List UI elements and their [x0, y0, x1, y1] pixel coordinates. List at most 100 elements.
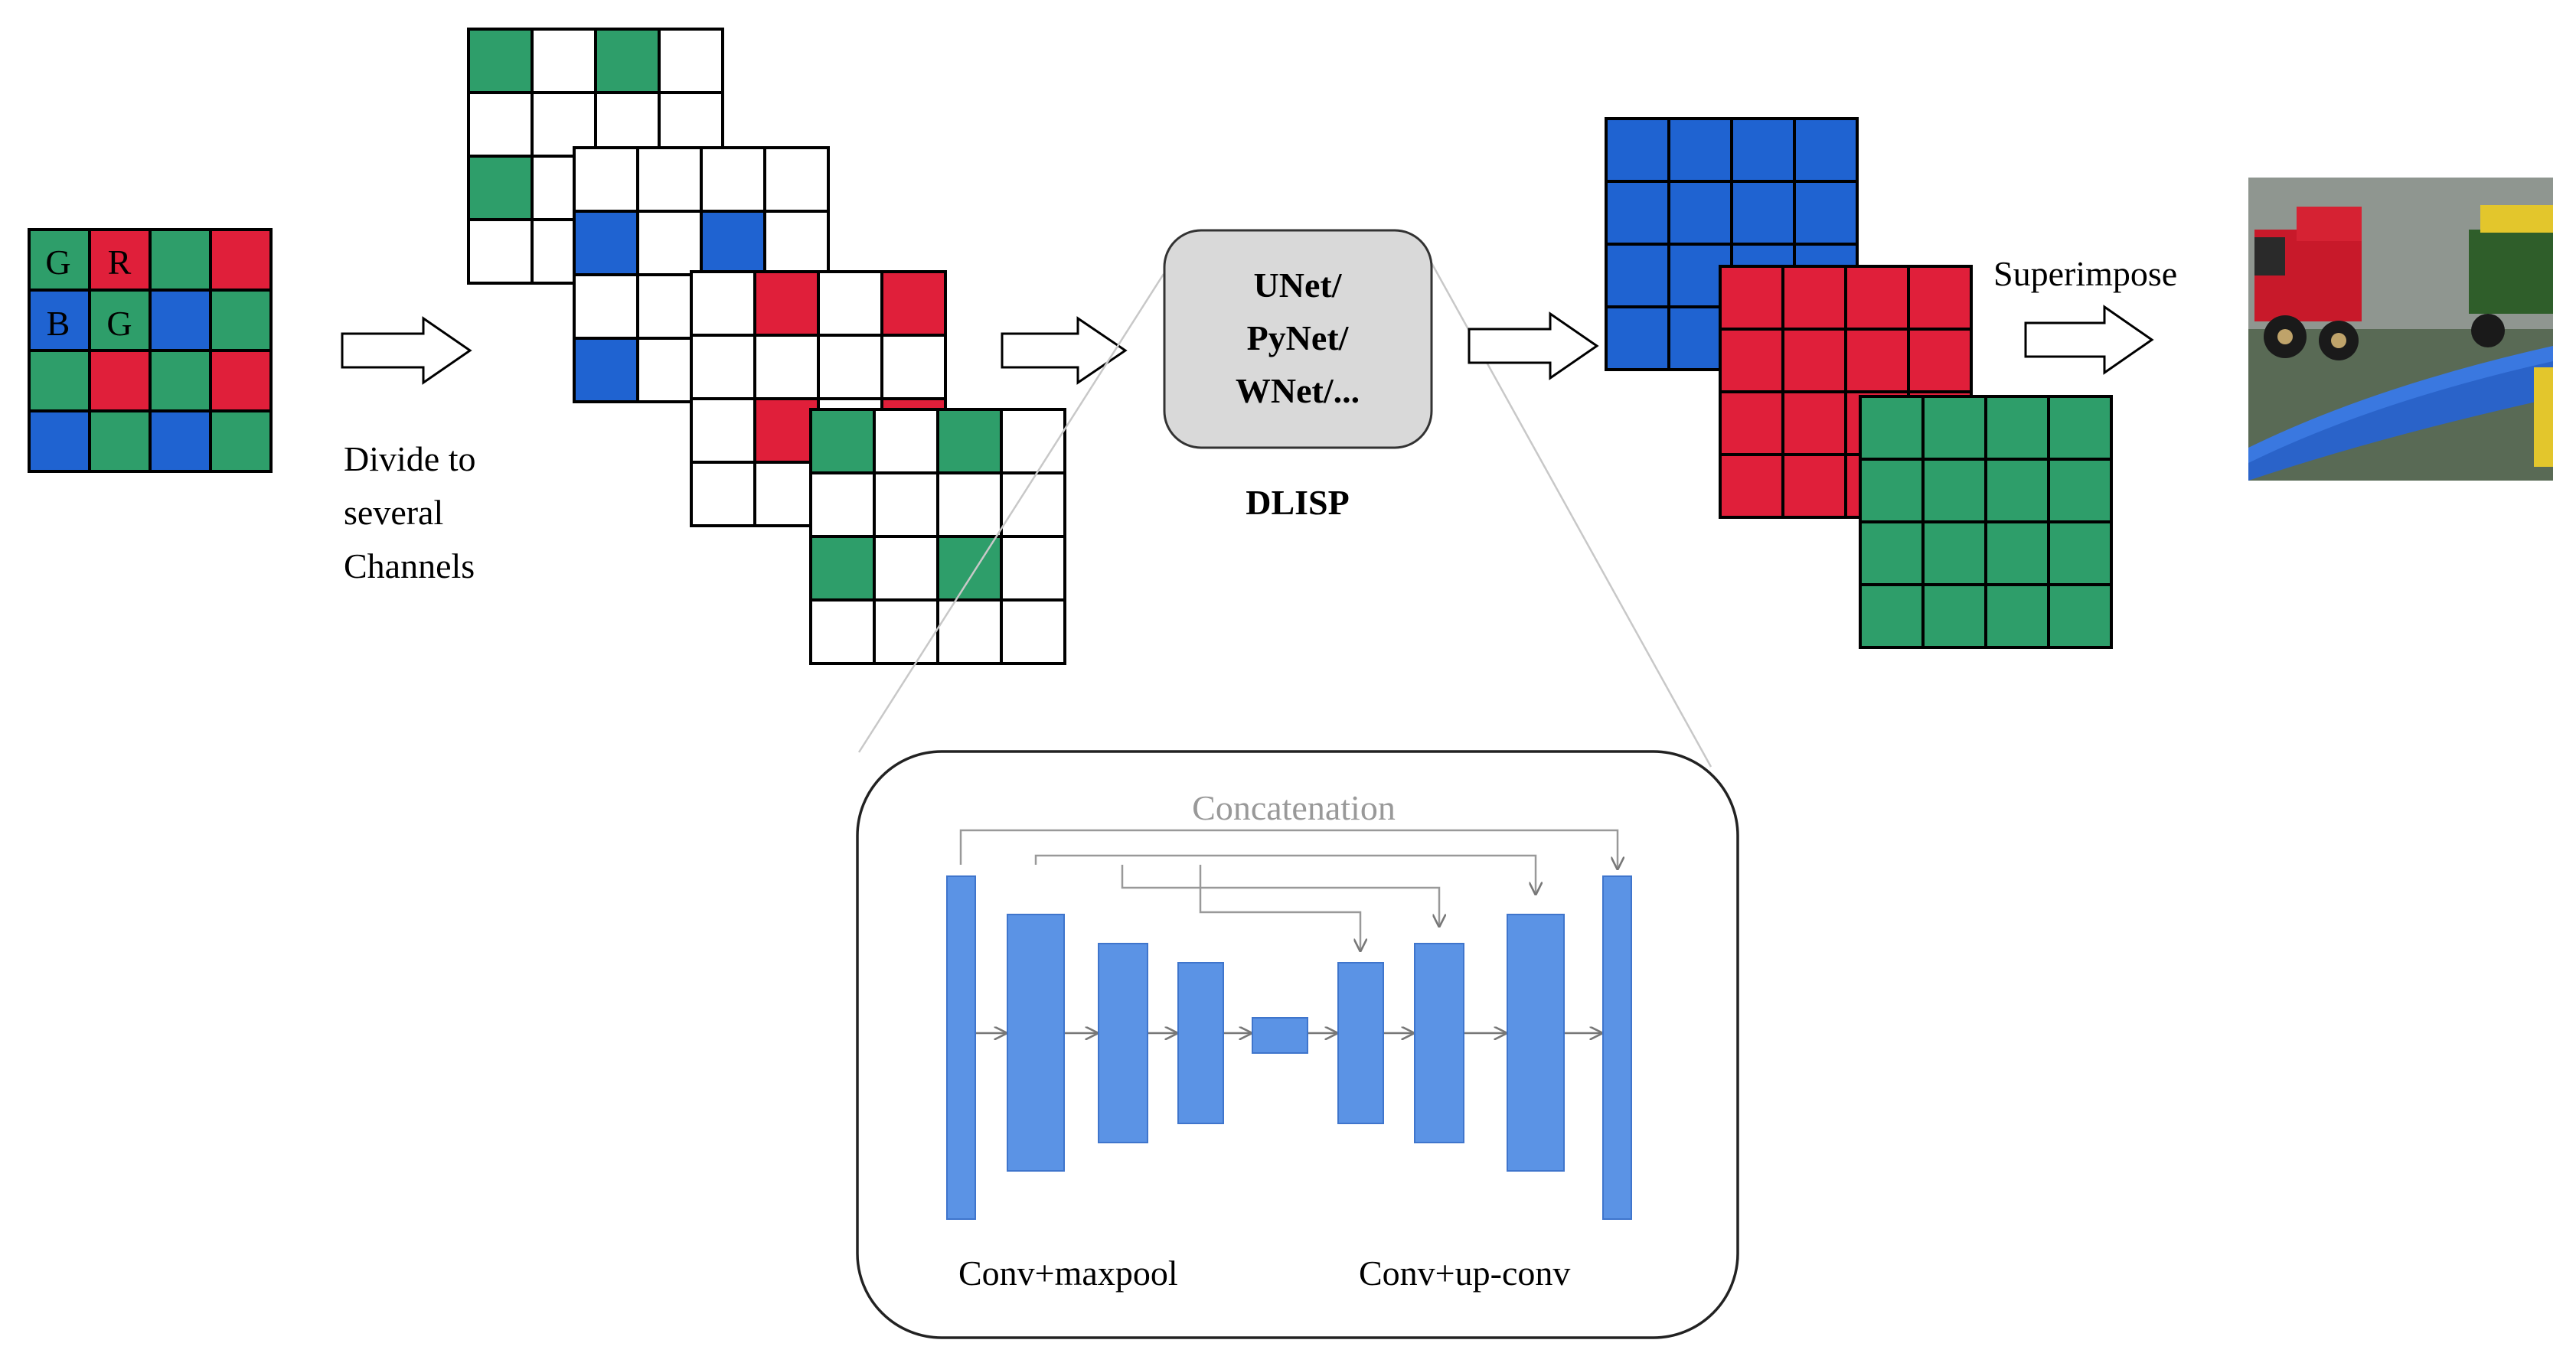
model-name-wnet: WNet/...: [1236, 371, 1360, 410]
channel-cell: [880, 270, 947, 337]
channel-cell: [690, 461, 756, 527]
channel-cell: [809, 535, 876, 602]
arrow-to-output: [1468, 311, 1599, 380]
bayer-cell: [149, 409, 212, 473]
channel-cell: [573, 210, 639, 276]
channel-cell: [690, 270, 756, 337]
channel-cell: [700, 146, 766, 213]
channel-green-2: [809, 408, 1066, 665]
unet-feature-map: [946, 875, 976, 1220]
output-cell: [1984, 583, 2050, 649]
channel-cell: [700, 210, 766, 276]
divide-label-line-3: Channels: [344, 546, 475, 585]
channel-cell: [936, 408, 1003, 474]
bayer-cell: [88, 409, 152, 473]
unet-feature-map: [1507, 914, 1565, 1172]
bayer-cell: [149, 289, 212, 352]
result-photo: [2248, 178, 2553, 481]
channel-cell: [636, 146, 703, 213]
channel-cell: [936, 471, 1003, 538]
output-cell: [1605, 243, 1670, 308]
output-cell: [1844, 328, 1910, 393]
bayer-letter-g-top: G: [45, 243, 70, 282]
unet-feature-maps: [946, 875, 1632, 1220]
output-green: [1859, 395, 2113, 649]
channel-cell: [873, 471, 939, 538]
bayer-cell: [88, 349, 152, 412]
bayer-letter-b: B: [47, 304, 70, 343]
output-cell: [2047, 520, 2113, 586]
output-cell: [1781, 390, 1847, 456]
channel-cell: [936, 598, 1003, 665]
channel-cell: [753, 397, 820, 464]
channel-cell: [1000, 471, 1066, 538]
output-cell: [1921, 458, 1987, 523]
conv-upconv-label: Conv+up-conv: [1359, 1254, 1570, 1293]
channel-cell: [753, 334, 820, 400]
output-cell: [1719, 328, 1784, 393]
bayer-cell: [149, 349, 212, 412]
divide-label-line-1: Divide to: [344, 439, 475, 478]
divide-label: Divide to several Channels: [344, 439, 475, 585]
unet-skip-connection: [1034, 854, 1536, 894]
arrow-to-model: [1001, 316, 1128, 385]
output-cell: [1921, 395, 1987, 461]
output-cell: [1719, 265, 1784, 331]
output-cell: [2047, 395, 2113, 461]
channel-cell: [1000, 598, 1066, 665]
channel-cell: [753, 270, 820, 337]
bayer-raw-grid: [28, 228, 273, 473]
conv-maxpool-label: Conv+maxpool: [958, 1254, 1178, 1293]
output-cell: [1859, 520, 1925, 586]
output-cell: [1605, 180, 1670, 246]
unet-feature-map: [1098, 943, 1148, 1143]
channel-cell: [594, 28, 661, 94]
channel-cell: [573, 273, 639, 340]
output-cell: [1730, 117, 1796, 183]
bayer-cell: [209, 409, 273, 473]
output-cell: [1667, 117, 1733, 183]
channel-cell: [873, 535, 939, 602]
channel-cell: [817, 270, 883, 337]
channel-cell: [531, 28, 597, 94]
output-cell: [1781, 328, 1847, 393]
bayer-cell: [28, 349, 91, 412]
channel-cell: [936, 535, 1003, 602]
output-cell: [1907, 328, 1973, 393]
output-cell: [1984, 458, 2050, 523]
output-cell: [1667, 180, 1733, 246]
channel-cell: [809, 598, 876, 665]
output-cell: [1844, 265, 1910, 331]
channel-cell: [1000, 408, 1066, 474]
output-cell: [1859, 395, 1925, 461]
channel-cell: [467, 155, 534, 221]
channel-cell: [873, 408, 939, 474]
output-cell: [1781, 265, 1847, 331]
channel-cell: [817, 334, 883, 400]
channel-cell: [467, 91, 534, 158]
channel-cell: [880, 334, 947, 400]
channel-cell: [763, 146, 830, 213]
bayer-cell: [149, 228, 212, 292]
unet-feature-map: [1414, 943, 1464, 1143]
output-cell: [1605, 305, 1670, 371]
bayer-letters: G R B G: [45, 243, 132, 343]
channel-cell: [573, 146, 639, 213]
output-cell: [1859, 458, 1925, 523]
bayer-letter-r: R: [108, 243, 132, 282]
output-cell: [2047, 458, 2113, 523]
model-name-unet: UNet/: [1254, 266, 1343, 305]
channel-cell: [809, 408, 876, 474]
output-cell: [1921, 583, 1987, 649]
output-cell: [1605, 117, 1670, 183]
channel-cell: [690, 397, 756, 464]
channel-cell: [809, 471, 876, 538]
output-cell: [1907, 265, 1973, 331]
output-cell: [1984, 395, 2050, 461]
channel-cell: [658, 28, 724, 94]
unet-skip-connection: [959, 829, 1618, 869]
zoom-line-left: [857, 273, 1165, 753]
unet-feature-map: [1007, 914, 1065, 1172]
channel-cell: [873, 598, 939, 665]
